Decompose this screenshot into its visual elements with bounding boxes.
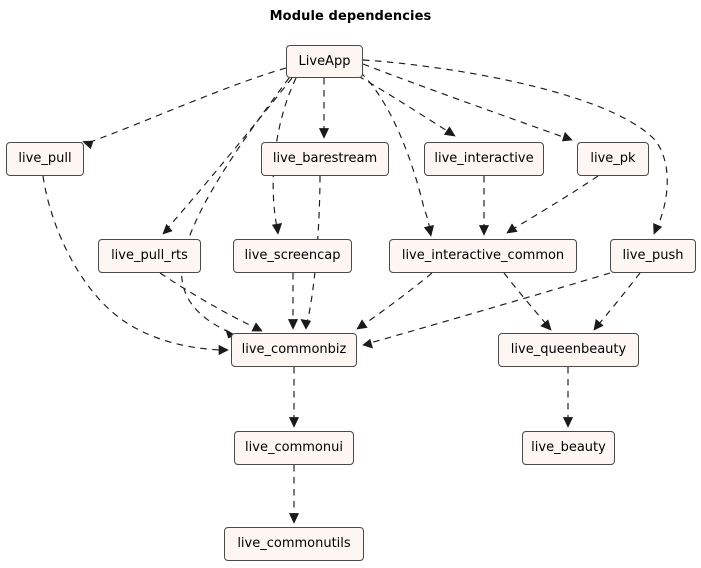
edge-live_interactive_common-to-live_commonbiz xyxy=(356,272,433,330)
node-live_interactive[interactable]: live_interactive xyxy=(424,142,544,176)
node-label: live_pk xyxy=(590,151,636,166)
node-live_push[interactable]: live_push xyxy=(610,239,696,273)
node-label: live_pull xyxy=(18,151,72,166)
edge-live_pk-to-live_interactive_common xyxy=(506,175,599,234)
node-label: live_queenbeauty xyxy=(510,342,627,357)
node-live_screencap[interactable]: live_screencap xyxy=(233,239,352,273)
edge-liveapp-to-live_pull xyxy=(82,67,287,150)
edge-live_push-to-live_queenbeauty xyxy=(593,272,641,331)
node-live_queenbeauty[interactable]: live_queenbeauty xyxy=(498,333,639,367)
edge-liveapp-to-live_barestream xyxy=(318,78,330,139)
node-label: LiveApp xyxy=(298,53,351,69)
edge-live_interactive_common-to-live_queenbeauty xyxy=(503,272,552,331)
node-liveapp[interactable]: LiveApp xyxy=(286,45,363,78)
node-live_interactive_common[interactable]: live_interactive_common xyxy=(389,239,577,273)
node-live_pull_rts[interactable]: live_pull_rts xyxy=(98,239,201,273)
node-label: live_pull_rts xyxy=(111,248,188,263)
page-title: Module dependencies xyxy=(269,9,432,24)
node-live_barestream[interactable]: live_barestream xyxy=(261,142,389,176)
node-live_commonbiz[interactable]: live_commonbiz xyxy=(231,333,357,367)
node-label: live_push xyxy=(622,248,684,263)
node-label: live_commonui xyxy=(245,440,343,455)
node-live_pk[interactable]: live_pk xyxy=(577,142,649,176)
node-label: live_interactive xyxy=(434,151,534,166)
edge-liveapp-to-live_commonbiz xyxy=(181,77,290,339)
edge-live_screencap-to-live_commonbiz xyxy=(287,273,299,330)
edge-liveapp-to-live_interactive xyxy=(357,75,456,137)
edge-live_commonui-to-live_commonutils xyxy=(288,465,300,524)
edge-liveapp-to-live_pk xyxy=(362,63,573,142)
node-label: live_interactive_common xyxy=(401,248,565,263)
node-label: live_screencap xyxy=(244,248,341,263)
edge-live_commonbiz-to-live_commonui xyxy=(288,367,300,428)
edge-live_queenbeauty-to-live_beauty xyxy=(562,367,574,428)
node-live_commonui[interactable]: live_commonui xyxy=(234,431,354,465)
node-label: live_barestream xyxy=(272,151,378,166)
edge-live_pull_rts-to-live_commonbiz xyxy=(159,272,263,332)
node-label: live_commonutils xyxy=(237,536,351,551)
node-live_commonutils[interactable]: live_commonutils xyxy=(224,527,364,561)
node-label: live_beauty xyxy=(531,440,606,455)
node-live_beauty[interactable]: live_beauty xyxy=(522,431,615,465)
node-label: live_commonbiz xyxy=(241,342,347,357)
edge-live_interactive-to-live_interactive_common xyxy=(478,176,490,236)
node-live_pull[interactable]: live_pull xyxy=(6,142,84,176)
